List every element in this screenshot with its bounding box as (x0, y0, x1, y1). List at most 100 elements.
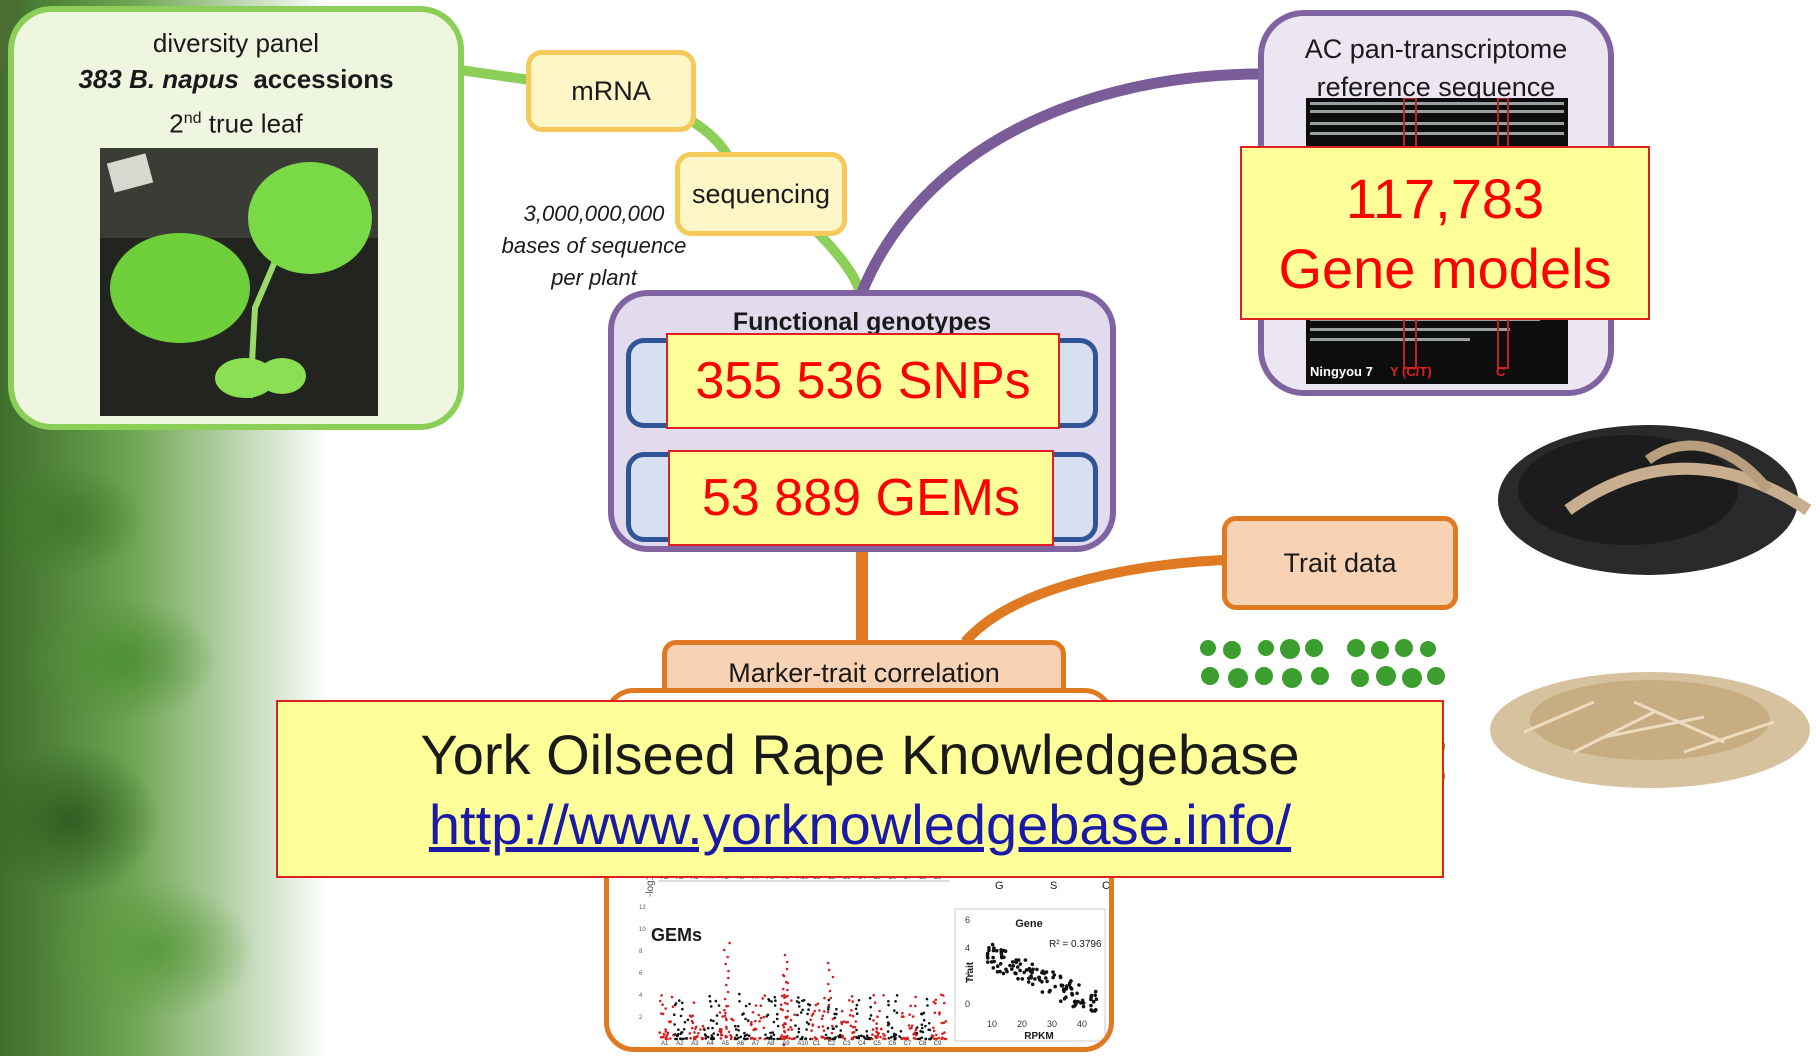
manhattan-point (675, 1034, 679, 1037)
scatter-point (1093, 989, 1098, 994)
manhattan-point (783, 993, 786, 997)
manhattan-point (751, 1011, 755, 1014)
manhattan-point (887, 1037, 891, 1040)
manhattan-point (884, 1037, 887, 1041)
manhattan-peak-point (829, 996, 833, 1000)
manhattan-point (678, 999, 681, 1002)
scatter-point (1073, 999, 1077, 1004)
manhattan-point (659, 1036, 663, 1039)
manhattan-point (807, 1008, 810, 1011)
chromosome-label: A4 (707, 875, 715, 881)
manhattan-peak-point (828, 989, 832, 993)
manhattan-peak-point (723, 948, 726, 952)
manhattan-point (752, 1028, 755, 1032)
manhattan-point (940, 1037, 943, 1041)
scatter-point (1044, 976, 1048, 980)
scatter-point (1089, 1003, 1093, 1008)
scatter-y-tick: 6 (965, 915, 970, 925)
manhattan-peak-point (785, 980, 788, 984)
manhattan-peak-point (726, 990, 730, 994)
scatter-point (1059, 999, 1063, 1003)
chromosome-label: A10 (797, 875, 808, 881)
gem-count-callout: 53 889 GEMs (668, 450, 1054, 546)
manhattan-point (681, 1001, 684, 1005)
manhattan-point (662, 1033, 666, 1036)
manhattan-point (914, 1004, 917, 1008)
manhattan-point (691, 1021, 695, 1025)
manhattan-point (855, 1036, 858, 1039)
manhattan-point (919, 1030, 923, 1033)
manhattan-point (701, 1024, 705, 1028)
manhattan-point (813, 1036, 817, 1039)
scatter-x-tick: 40 (1077, 1019, 1087, 1029)
manhattan-point (682, 1028, 686, 1031)
scatter-point (986, 960, 990, 964)
manhattan-point (661, 1035, 665, 1039)
chromosome-label: C2 (828, 1041, 836, 1047)
manhattan-point (894, 1000, 897, 1003)
manhattan-point (855, 1012, 859, 1015)
scatter-point (1062, 989, 1066, 994)
manhattan-point (725, 1025, 728, 1029)
manhattan-point (704, 1034, 708, 1037)
manhattan-peak-point (831, 1017, 835, 1021)
scatter-point (1027, 976, 1031, 981)
manhattan-point (822, 1029, 826, 1032)
manhattan-point (931, 1034, 935, 1038)
manhattan-point (831, 1027, 835, 1030)
manhattan-point (910, 1024, 914, 1027)
scatter-point (1033, 977, 1037, 981)
manhattan-point (870, 1037, 874, 1041)
manhattan-point (706, 1035, 710, 1039)
manhattan-peak-point (827, 982, 830, 986)
manhattan-point (794, 1024, 797, 1027)
scatter-point (1013, 971, 1017, 975)
manhattan-point (810, 1014, 814, 1017)
chromosome-label: C3 (843, 875, 851, 881)
manhattan-point (805, 1021, 809, 1024)
manhattan-point (806, 1012, 809, 1016)
manhattan-point (715, 1022, 719, 1025)
scatter-point (1037, 975, 1041, 980)
accession-count: 383 (78, 64, 130, 94)
manhattan-point (855, 1028, 858, 1032)
chromosome-label: C5 (873, 1041, 881, 1047)
manhattan-point (894, 1033, 898, 1037)
manhattan-point (664, 1030, 668, 1033)
manhattan-point (854, 1020, 858, 1023)
manhattan-point (744, 1037, 747, 1041)
scatter-point (990, 942, 995, 947)
scatter-point (1080, 998, 1085, 1003)
manhattan-peak-point (725, 983, 728, 987)
scatter-point (1020, 977, 1025, 981)
manhattan-peak-point (782, 987, 785, 991)
manhattan-peak-point (726, 1004, 730, 1008)
knowledgebase-link[interactable]: http://www.yorknowledgebase.info/ (428, 793, 1292, 856)
seedling-illustration (100, 148, 378, 416)
manhattan-point (842, 1020, 846, 1023)
functional-genotypes-title: Functional genotypes (732, 308, 992, 336)
manhattan-point (908, 1013, 911, 1016)
manhattan-point (880, 1027, 883, 1031)
manhattan-point (898, 1035, 901, 1038)
scatter-point (1064, 995, 1068, 999)
chromosome-label: A7 (752, 875, 760, 881)
manhattan-point (827, 1005, 830, 1009)
manhattan-point (779, 1036, 782, 1039)
manhattan-point (799, 1011, 803, 1014)
chromosome-label: C2 (828, 875, 836, 881)
chromosome-label: A5 (722, 1041, 730, 1047)
manhattan-point (797, 996, 800, 999)
manhattan-point (813, 1009, 816, 1013)
manhattan-point (770, 1037, 773, 1040)
scatter-point (1031, 967, 1035, 972)
manhattan-point (735, 1033, 739, 1037)
scatter-point (1079, 1001, 1083, 1005)
manhattan-point (680, 1031, 684, 1034)
leaf-stage-text: true leaf (201, 108, 303, 139)
manhattan-point (716, 1033, 720, 1036)
manhattan-point (766, 1013, 770, 1017)
gene-model-count: 117,783 (1345, 167, 1545, 230)
scatter-point (1018, 962, 1023, 966)
